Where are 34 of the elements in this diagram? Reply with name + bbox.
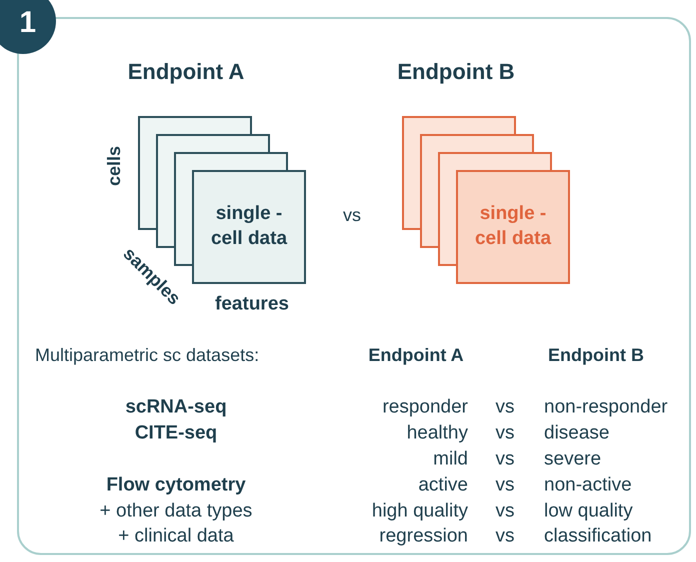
- dataset-name: + clinical data: [118, 526, 234, 546]
- endpoint-label: disease: [544, 424, 610, 442]
- endpoint-label: healthy: [406, 424, 468, 442]
- endpoint-label: non-responder: [544, 398, 668, 416]
- endpoint-label: mild: [433, 450, 468, 468]
- endpoint-label: classification: [544, 526, 652, 546]
- endpoint-label: severe: [544, 450, 602, 468]
- endpoint-label: non-active: [544, 476, 632, 494]
- heading: Endpoint B: [397, 61, 515, 83]
- heading: Endpoint A: [128, 61, 244, 83]
- versus-label: vs: [496, 398, 514, 416]
- data-card: single - cell data: [456, 170, 570, 284]
- endpoint-label: responder: [382, 398, 468, 416]
- versus-label: vs: [496, 424, 514, 442]
- dataset-name: CITE-seq: [134, 424, 218, 442]
- data-card: single - cell data: [192, 170, 306, 284]
- dataset-name: Flow cytometry: [106, 476, 246, 494]
- axis-label: features: [215, 294, 289, 314]
- versus-label: vs: [496, 476, 514, 494]
- dataset-name: scRNA-seq: [125, 398, 227, 416]
- step-number-badge: 1: [0, 0, 56, 54]
- dataset-name: + other data types: [100, 502, 252, 520]
- versus-label: vs: [496, 450, 514, 468]
- endpoint-label: regression: [379, 526, 468, 546]
- endpoint-label: low quality: [544, 502, 633, 520]
- versus-label: vs: [496, 526, 514, 546]
- endpoint-label: active: [418, 476, 468, 494]
- row-caption: Multiparametric sc datasets:: [35, 346, 260, 364]
- versus-label: vs: [496, 502, 514, 520]
- column-header: Endpoint A: [368, 346, 464, 364]
- column-header: Endpoint B: [548, 346, 644, 364]
- versus-label: vs: [343, 206, 361, 224]
- endpoint-label: high quality: [372, 502, 468, 520]
- axis-label: cells: [105, 146, 123, 186]
